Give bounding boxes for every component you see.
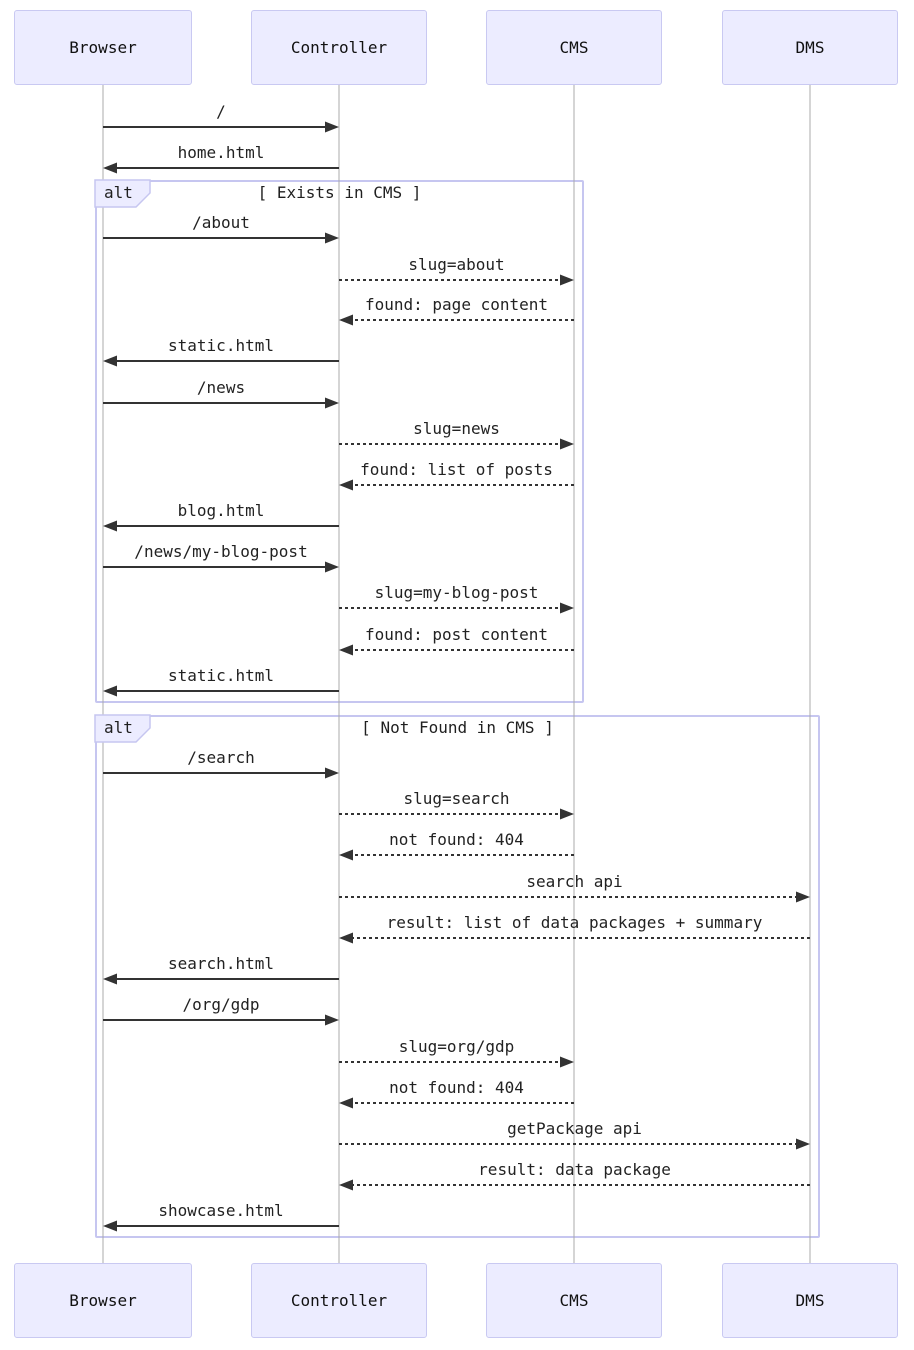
message-arrowhead bbox=[339, 644, 353, 656]
alt-condition-label: [ Exists in CMS ] bbox=[257, 183, 422, 202]
actor-label: Browser bbox=[69, 1291, 137, 1310]
message-label: slug=news bbox=[413, 419, 500, 438]
message-arrowhead bbox=[796, 1138, 810, 1150]
alt-condition-label: [ Not Found in CMS ] bbox=[361, 718, 554, 737]
message-arrowhead bbox=[796, 891, 810, 903]
message-label: /news bbox=[196, 378, 246, 397]
message-label: result: data package bbox=[478, 1160, 671, 1179]
message-label: /news/my-blog-post bbox=[134, 542, 308, 561]
message-arrowhead bbox=[339, 1097, 353, 1109]
message-arrowhead bbox=[339, 314, 353, 326]
message-arrowhead bbox=[325, 121, 339, 133]
message-label: search api bbox=[526, 872, 623, 891]
message-label: /about bbox=[192, 213, 250, 232]
alt-tab-label: alt bbox=[104, 718, 133, 737]
message-arrowhead bbox=[560, 808, 574, 820]
message-label: slug=search bbox=[403, 789, 510, 808]
message-arrowhead bbox=[339, 479, 353, 491]
message-arrowhead bbox=[103, 162, 117, 174]
alt-tab bbox=[94, 179, 151, 208]
message-label: /org/gdp bbox=[182, 995, 260, 1014]
actor-box-top-controller: Controller bbox=[251, 10, 427, 85]
message-arrowhead bbox=[339, 849, 353, 861]
message-label: /search bbox=[187, 748, 255, 767]
message-label: not found: 404 bbox=[389, 1078, 524, 1097]
message-arrowhead bbox=[339, 1179, 353, 1191]
actor-box-top-browser: Browser bbox=[14, 10, 192, 85]
message-label: blog.html bbox=[177, 501, 265, 520]
message-arrowhead bbox=[103, 685, 117, 697]
actor-label: Controller bbox=[290, 38, 388, 57]
actor-label: CMS bbox=[559, 38, 589, 57]
actor-label: DMS bbox=[795, 1291, 825, 1310]
actor-box-bottom-browser: Browser bbox=[14, 1263, 192, 1338]
actor-box-bottom-cms: CMS bbox=[486, 1263, 662, 1338]
actor-box-bottom-controller: Controller bbox=[251, 1263, 427, 1338]
message-arrowhead bbox=[325, 767, 339, 779]
message-arrowhead bbox=[560, 1056, 574, 1068]
message-label: slug=org/gdp bbox=[398, 1037, 515, 1056]
actor-label: CMS bbox=[559, 1291, 589, 1310]
actor-box-top-cms: CMS bbox=[486, 10, 662, 85]
message-label: found: post content bbox=[364, 625, 549, 644]
message-arrowhead bbox=[339, 932, 353, 944]
message-label: slug=my-blog-post bbox=[374, 583, 539, 602]
message-arrowhead bbox=[560, 602, 574, 614]
message-label: found: page content bbox=[364, 295, 549, 314]
message-arrowhead bbox=[325, 397, 339, 409]
message-arrowhead bbox=[325, 1014, 339, 1026]
actor-box-bottom-dms: DMS bbox=[722, 1263, 898, 1338]
message-label: result: list of data packages + summary bbox=[386, 913, 763, 932]
message-label: found: list of posts bbox=[360, 460, 553, 479]
actor-label: DMS bbox=[795, 38, 825, 57]
actor-label: Browser bbox=[69, 38, 137, 57]
message-label: / bbox=[216, 102, 226, 121]
alt-tab-label: alt bbox=[104, 183, 133, 202]
message-arrowhead bbox=[325, 232, 339, 244]
message-label: getPackage api bbox=[507, 1119, 642, 1138]
message-label: not found: 404 bbox=[389, 830, 524, 849]
alt-frame-2 bbox=[95, 715, 820, 1238]
alt-tab bbox=[94, 714, 151, 743]
actor-label: Controller bbox=[290, 1291, 388, 1310]
message-label: home.html bbox=[177, 143, 265, 162]
actor-box-top-dms: DMS bbox=[722, 10, 898, 85]
message-arrowhead bbox=[103, 355, 117, 367]
message-arrowhead bbox=[103, 520, 117, 532]
message-arrowhead bbox=[560, 438, 574, 450]
message-label: showcase.html bbox=[158, 1201, 284, 1220]
message-arrowhead bbox=[103, 1220, 117, 1232]
message-label: static.html bbox=[168, 336, 274, 355]
message-arrowhead bbox=[560, 274, 574, 286]
message-label: search.html bbox=[168, 954, 274, 973]
message-label: slug=about bbox=[408, 255, 505, 274]
message-arrowhead bbox=[103, 973, 117, 985]
message-label: static.html bbox=[168, 666, 274, 685]
message-arrowhead bbox=[325, 561, 339, 573]
